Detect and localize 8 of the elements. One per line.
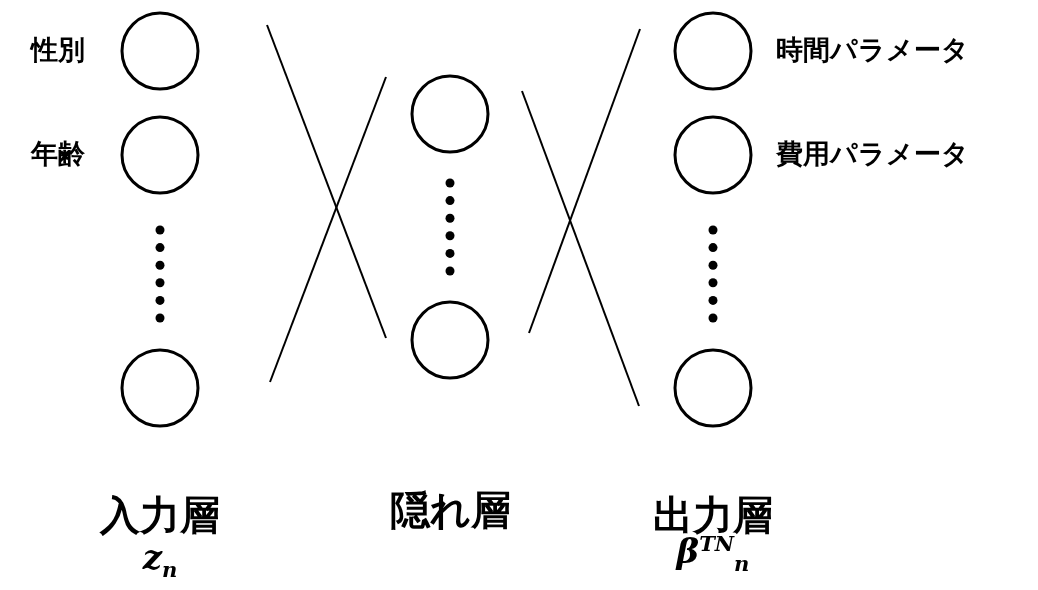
layer-title: 入力層 [100,495,220,535]
output-label: 費用パラメータ [776,140,969,167]
layer-title: 出力層 [653,495,773,535]
input-label: 年齢 [31,140,85,167]
layer-symbol: z$_{n}$ [142,540,178,580]
input-label: 性別 [31,36,85,63]
output-label: 時間パラメータ [776,36,969,63]
layer-title: 隠れ層 [389,490,511,530]
